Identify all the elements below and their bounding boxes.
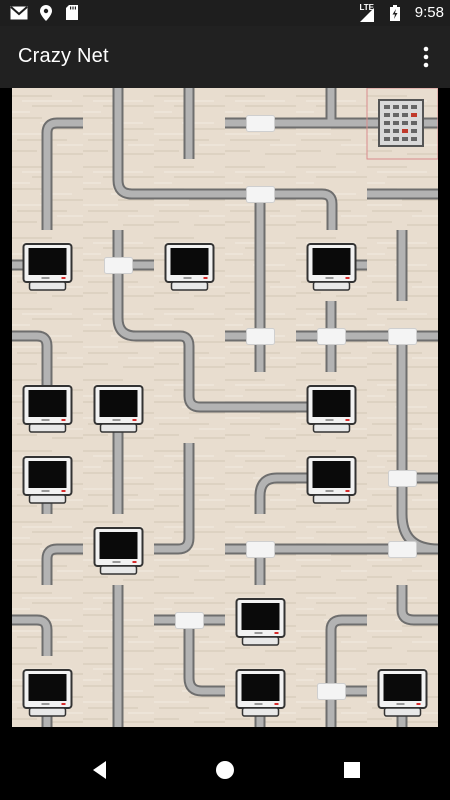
pipe-connector[interactable] [388, 541, 417, 558]
app-title: Crazy Net [18, 45, 109, 67]
computer-icon[interactable] [235, 669, 286, 717]
server-icon[interactable] [366, 88, 438, 160]
computer-icon[interactable] [93, 385, 144, 433]
computer-icon[interactable] [22, 456, 73, 504]
status-bar: LTE 9:58 [0, 0, 450, 26]
pipe-connector[interactable] [317, 328, 346, 345]
computer-icon[interactable] [93, 527, 144, 575]
clock: 9:58 [414, 4, 444, 21]
gmail-icon [10, 6, 28, 20]
computer-icon[interactable] [22, 385, 73, 433]
computer-icon[interactable] [306, 456, 357, 504]
pipe-connector[interactable] [388, 470, 417, 487]
pipe-connector[interactable] [104, 257, 133, 274]
computer-icon[interactable] [306, 385, 357, 433]
game-board[interactable] [12, 88, 438, 727]
battery-charging-icon [390, 5, 400, 21]
pipe-connector[interactable] [246, 186, 275, 203]
pipe-connector[interactable] [388, 328, 417, 345]
pipe-junctions [104, 115, 417, 700]
signal-icon [360, 8, 374, 22]
computer-icon[interactable] [377, 669, 428, 717]
network-type-label: LTE [359, 3, 374, 12]
computer-icon[interactable] [306, 243, 357, 291]
computer-icon[interactable] [235, 598, 286, 646]
computer-icon[interactable] [22, 243, 73, 291]
navigation-bar [0, 740, 450, 800]
app-bar: Crazy Net [0, 26, 450, 88]
recents-icon[interactable] [340, 758, 364, 782]
pipe-connector[interactable] [246, 541, 275, 558]
computer-icon[interactable] [22, 669, 73, 717]
pipe-connector[interactable] [246, 115, 275, 132]
home-icon[interactable] [213, 758, 237, 782]
location-icon [40, 5, 52, 21]
more-vert-icon[interactable] [414, 44, 438, 70]
back-icon[interactable] [88, 758, 112, 782]
computer-icon[interactable] [164, 243, 215, 291]
network-grid[interactable] [12, 88, 438, 727]
sd-card-icon [66, 5, 78, 20]
pipe-connector[interactable] [317, 683, 346, 700]
pipe-connector[interactable] [175, 612, 204, 629]
pipe-connector[interactable] [246, 328, 275, 345]
